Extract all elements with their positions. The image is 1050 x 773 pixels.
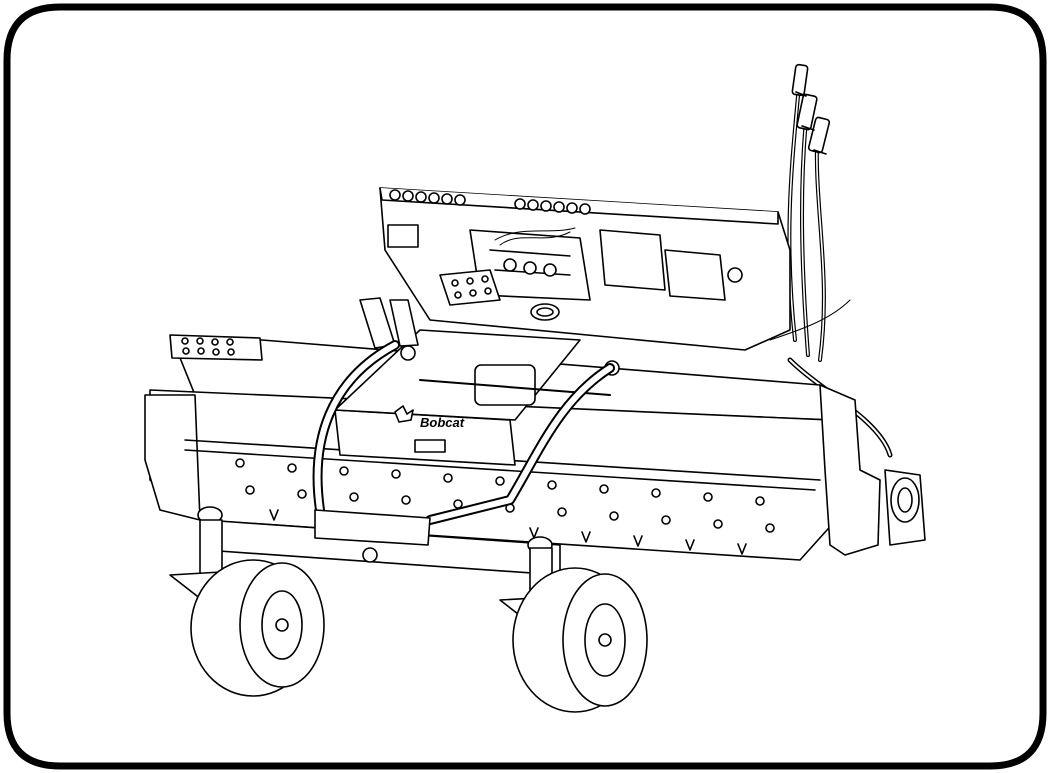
hydraulic-motor: [884, 469, 926, 546]
wheel-axle: [197, 506, 561, 604]
brand-label: Bobcat: [420, 415, 465, 430]
right-wheel: [499, 567, 648, 713]
hydraulic-hoses: [769, 63, 893, 458]
left-wheel: [169, 559, 325, 697]
bobcat-logo-icon: [394, 405, 414, 423]
center-yoke: Bobcat: [312, 297, 620, 525]
rounded-frame: [3, 3, 1047, 770]
mounting-plate: [379, 187, 791, 351]
